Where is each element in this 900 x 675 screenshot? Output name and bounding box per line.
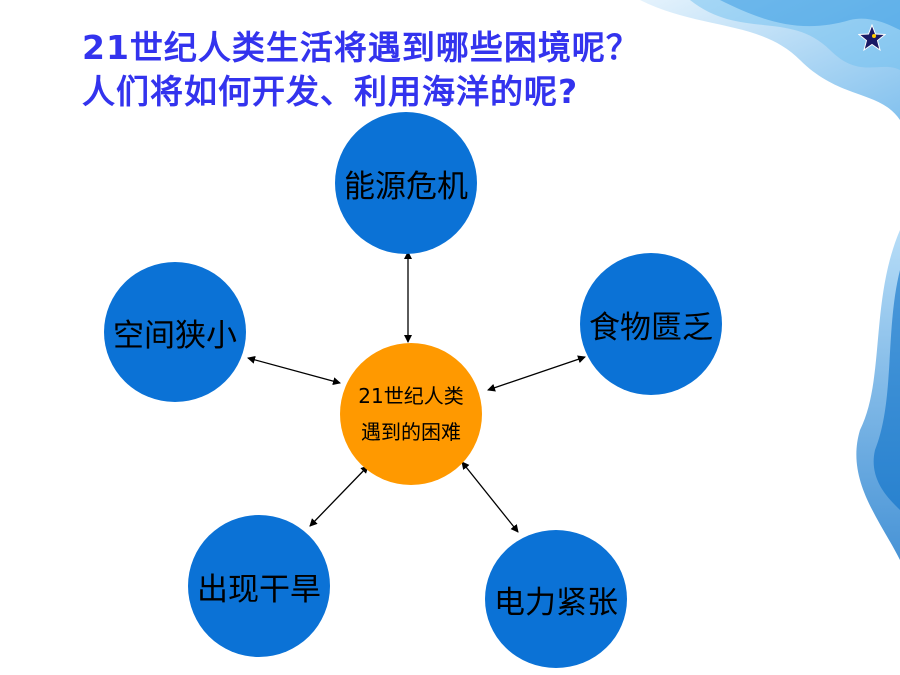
node-power: 电力紧张 [485, 530, 627, 668]
arrow-space [247, 355, 341, 386]
star-icon[interactable] [858, 24, 886, 52]
node-space: 空间狭小 [104, 262, 246, 402]
title-line-2: 人们将如何开发、利用海洋的呢? [82, 72, 579, 111]
page-title: 21世纪人类生活将遇到哪些困境呢？ 人们将如何开发、利用海洋的呢? [82, 26, 640, 114]
center-label-line-1: 21世纪人类 [358, 384, 464, 408]
node-food-label: 食物匮乏 [589, 309, 713, 346]
node-energy-label: 能源危机 [344, 168, 468, 205]
arrow-drought [309, 465, 369, 527]
node-space-label: 空间狭小 [113, 317, 237, 354]
node-energy: 能源危机 [335, 112, 477, 254]
title-line-1: 21世纪人类生活将遇到哪些困境呢？ [82, 28, 640, 67]
node-power-label: 电力紧张 [494, 584, 618, 621]
node-drought: 出现干旱 [188, 515, 330, 657]
arrow-power [461, 461, 519, 533]
center-label-line-2: 遇到的困难 [361, 420, 461, 444]
node-center: 21世纪人类 遇到的困难 [340, 343, 482, 485]
node-food: 食物匮乏 [580, 253, 722, 395]
node-drought-label: 出现干旱 [197, 571, 321, 608]
arrow-food [487, 355, 586, 392]
